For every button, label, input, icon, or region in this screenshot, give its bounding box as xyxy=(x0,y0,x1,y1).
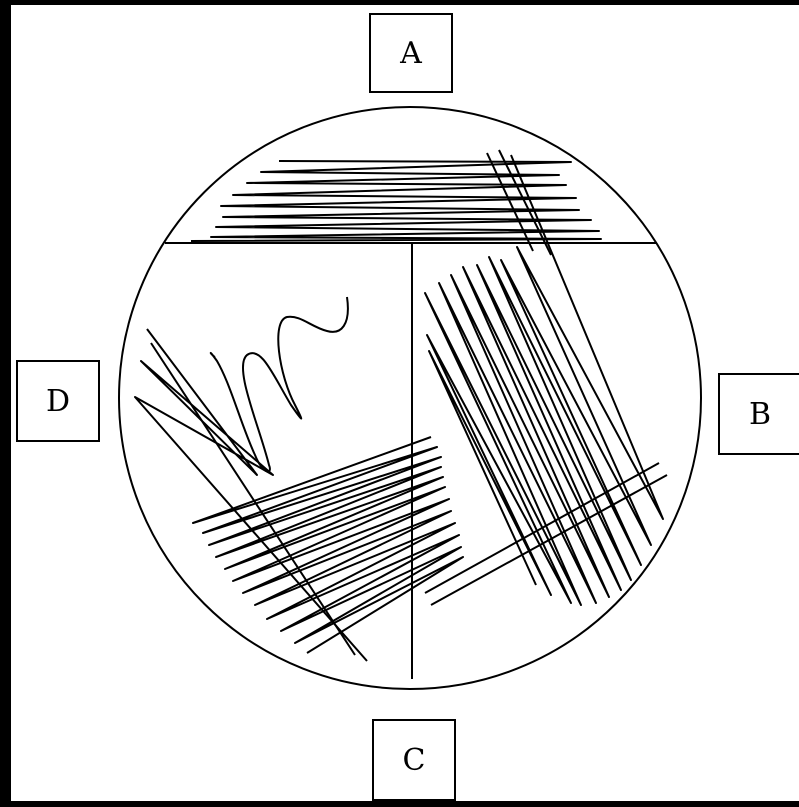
streak-a-crossing-1 xyxy=(487,153,533,251)
petri-dish-outline xyxy=(119,107,701,689)
streak-a xyxy=(191,161,601,241)
petri-dish-drawing xyxy=(11,5,799,801)
streak-d-crossing xyxy=(151,343,355,655)
isolation-wave-streak xyxy=(211,297,348,472)
